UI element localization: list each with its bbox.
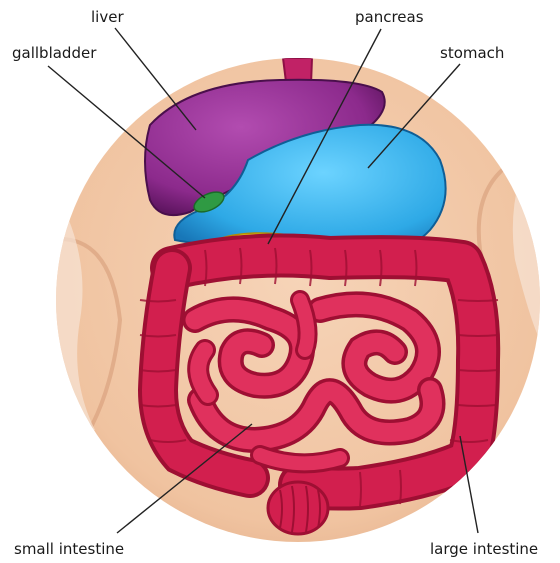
label-gallbladder: gallbladder xyxy=(12,44,96,62)
label-stomach: stomach xyxy=(440,44,504,62)
label-large-intestine: large intestine xyxy=(430,540,538,558)
label-small-intestine: small intestine xyxy=(14,540,124,558)
label-liver: liver xyxy=(91,8,124,26)
torso-window xyxy=(40,40,560,560)
label-pancreas: pancreas xyxy=(355,8,424,26)
